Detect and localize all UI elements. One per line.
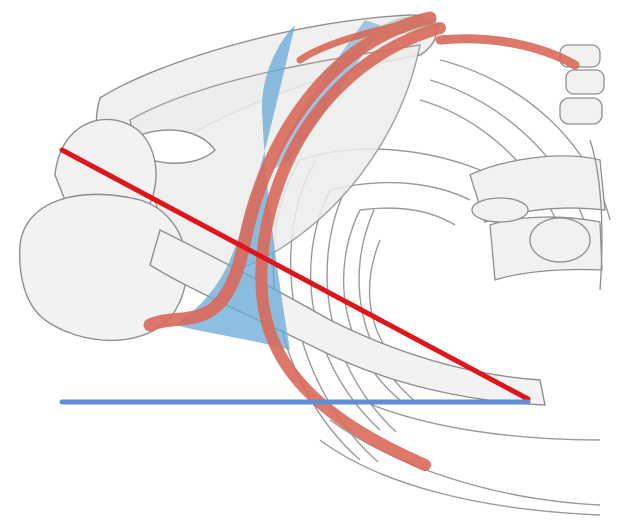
vertebral-column <box>470 45 605 290</box>
